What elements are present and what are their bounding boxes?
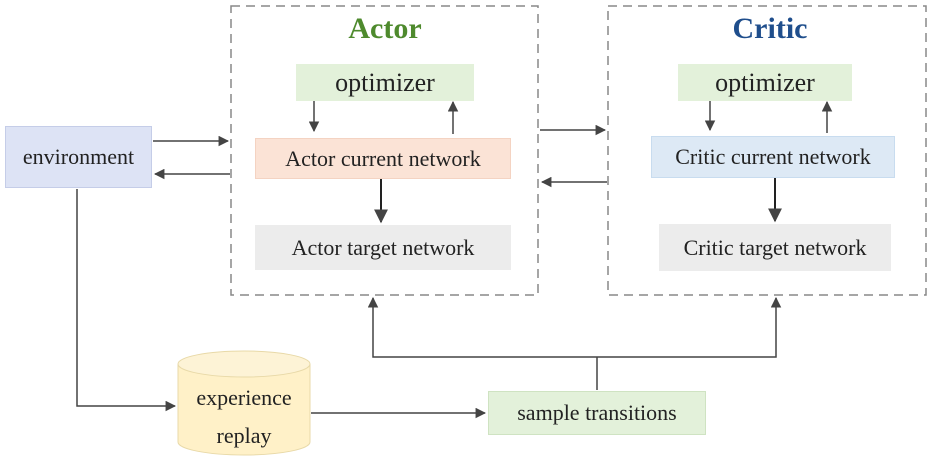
sample-transitions-box: sample transitions	[488, 391, 706, 435]
critic-container	[607, 5, 927, 296]
actor-title: Actor	[348, 12, 422, 45]
critic-optimizer-box: optimizer	[678, 64, 852, 101]
arrow-environment-to-replay	[76, 189, 177, 412]
critic-target-network-box: Critic target network	[659, 224, 891, 271]
actor-optimizer-box: optimizer	[296, 64, 474, 101]
experience-replay-line1: experience	[196, 385, 292, 410]
actor-container	[230, 5, 539, 296]
experience-replay-cylinder	[177, 350, 311, 456]
experience-replay-label: experience replay	[178, 378, 310, 456]
arrow-sample-to-actor	[367, 296, 597, 358]
experience-replay-line2: replay	[216, 423, 272, 448]
critic-current-network-box: Critic current network	[651, 136, 895, 178]
critic-title: Critic	[732, 12, 808, 45]
actor-current-network-box: Actor current network	[255, 138, 511, 179]
environment-box: environment	[5, 126, 152, 188]
arrow-sample-to-critic	[597, 296, 782, 358]
actor-target-network-box: Actor target network	[255, 225, 511, 270]
